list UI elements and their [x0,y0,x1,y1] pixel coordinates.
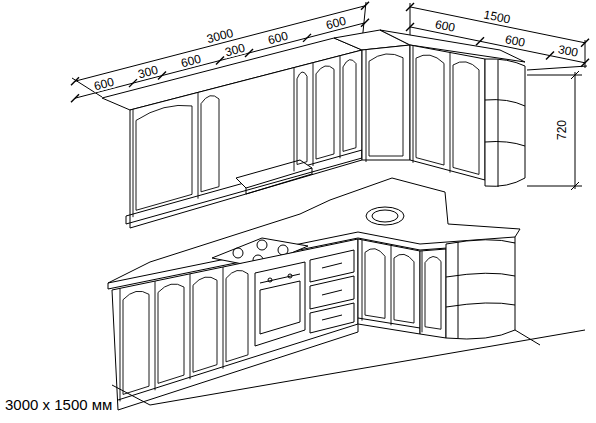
door-panel [343,60,356,152]
dimension-tick [581,59,589,67]
door-edge [120,288,121,401]
dimension-label: 600 [179,52,203,69]
dimension-tick [406,23,414,31]
dimension-label: 300 [556,43,580,59]
door-edge [313,63,314,166]
door-panel [123,291,149,394]
dimension-tick [129,79,137,87]
door-panel [158,284,184,383]
dimension-label: 3000 [205,26,236,45]
door-edge [422,251,423,332]
door-panel [425,256,441,329]
door-panel [297,72,307,165]
dimension-label: 720 [556,119,568,141]
dimension-label: 600 [92,75,116,92]
dimension-tick [71,77,79,85]
door-edge [391,245,392,325]
door-edge [340,56,341,159]
dimension-tick [303,34,311,42]
door-panel [136,105,192,210]
dimension-tick [476,37,484,45]
door-panel [316,66,334,159]
dimension-tick [581,39,589,47]
door-edge [155,281,156,390]
dimension-label: 300 [135,64,159,81]
door-panel [416,55,444,165]
door-edge [223,267,224,369]
door-panel [226,270,248,361]
door-edge [294,68,295,172]
dimension-label: 300 [222,41,246,58]
dimension-label: 600 [324,15,348,32]
dimension-tick [361,2,369,10]
dimension-label: 600 [266,30,290,47]
door-panel [365,249,385,319]
door-edge [362,240,363,321]
dimension-tick [546,52,554,60]
door-panel [453,62,479,175]
door-edge [450,52,451,172]
dimension-tick [406,3,414,11]
dimension-label: 600 [503,32,527,48]
dimension-tick [216,57,224,65]
door-edge [366,50,367,162]
door-panel [193,277,217,372]
door-panel [394,254,414,323]
size-caption: 3000 x 1500 мм [5,397,112,414]
door-panel [201,96,219,192]
door-edge [190,274,191,379]
door-edge [133,109,134,217]
door-edge [413,46,414,163]
door-edge [198,92,199,198]
dimension-label: 600 [433,18,457,34]
dimension-tick [71,94,79,102]
dimension-tick [361,19,369,27]
door-panel [369,54,403,156]
